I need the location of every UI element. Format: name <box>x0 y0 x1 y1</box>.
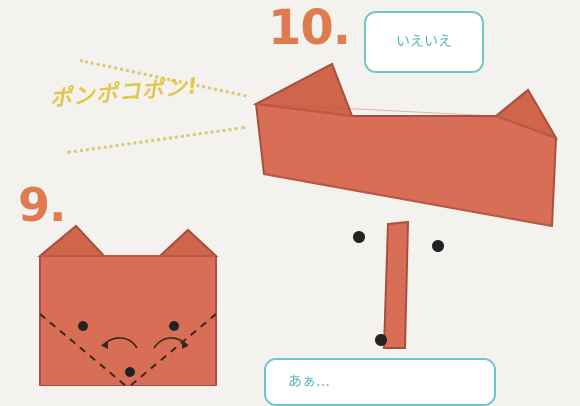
fox-origami-step-10-illustration <box>252 62 559 349</box>
fox-eye-right <box>432 240 444 252</box>
speech-bubble-bottom: あぁ… <box>264 358 496 406</box>
fold-arrow-left <box>101 337 138 349</box>
fold-arrow-right <box>153 337 189 349</box>
fox-nose <box>375 334 387 346</box>
speech-bubble-bottom-text: あぁ… <box>288 374 330 390</box>
fox-origami-step-9 <box>34 222 224 386</box>
step-number-9: 9. <box>18 178 66 232</box>
dotted-line-bottom <box>66 125 246 154</box>
step-number-10: 10. <box>268 0 351 56</box>
fox-origami-stem <box>382 220 410 349</box>
fox-eye-left <box>353 231 365 243</box>
fox-eye-right-step-9 <box>169 321 179 331</box>
speech-bubble-top-text: いえいえ <box>396 34 452 50</box>
fox-origami-head <box>252 62 559 228</box>
fox-nose-step-9 <box>125 367 135 377</box>
sound-effect-text: ポンポコポン! <box>48 74 200 112</box>
fox-eye-left-step-9 <box>78 321 88 331</box>
speech-bubble-top: いえいえ <box>364 11 484 73</box>
fox-origami-step-9-illustration <box>37 224 219 386</box>
fox-origami-step-10 <box>248 56 578 356</box>
